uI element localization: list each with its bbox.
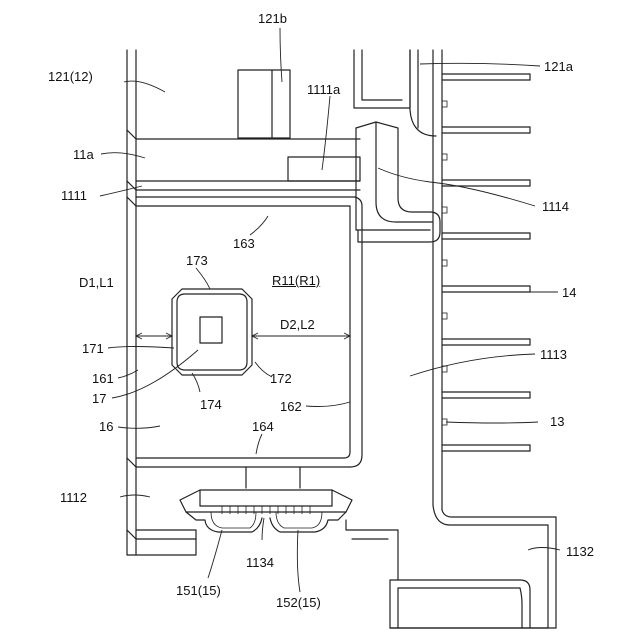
label-r11-r1: R11(R1)	[272, 274, 320, 287]
left-frame-wall-121-12	[127, 50, 136, 555]
label-1111: 1111	[61, 189, 87, 202]
label-17: 17	[92, 392, 106, 405]
sensor-package-15	[180, 490, 352, 532]
label-121-12: 121(12)	[48, 70, 93, 83]
label-11a: 11a	[73, 148, 94, 161]
dimension-arrows	[136, 333, 350, 339]
pins-13	[442, 101, 447, 425]
label-173: 173	[186, 254, 208, 267]
label-121a: 121a	[544, 60, 573, 73]
label-1113: 1113	[540, 348, 567, 361]
label-152-15: 152(15)	[276, 596, 321, 609]
label-d1-l1: D1,L1	[79, 276, 114, 289]
band-11a-and-rails-1111	[136, 139, 360, 206]
base-left	[136, 520, 398, 580]
label-13: 13	[550, 415, 564, 428]
stem-164	[246, 467, 300, 488]
label-d2-l2: D2,L2	[280, 318, 315, 331]
label-172: 172	[270, 372, 292, 385]
label-121b: 121b	[258, 12, 287, 25]
label-162: 162	[280, 400, 302, 413]
label-16: 16	[99, 420, 113, 433]
label-151-15: 151(15)	[176, 584, 221, 597]
label-161: 161	[92, 372, 114, 385]
label-174: 174	[200, 398, 222, 411]
label-163: 163	[233, 237, 255, 250]
label-1111a: 1111a	[307, 83, 340, 96]
fins-14	[442, 74, 530, 451]
label-1112: 1112	[60, 491, 87, 504]
label-14: 14	[562, 286, 576, 299]
label-164: 164	[252, 420, 274, 433]
label-1134: 1134	[246, 556, 274, 569]
label-1114: 1114	[542, 200, 569, 213]
leader-lines	[100, 28, 560, 592]
label-1132: 1132	[566, 545, 594, 558]
label-171: 171	[82, 342, 104, 355]
